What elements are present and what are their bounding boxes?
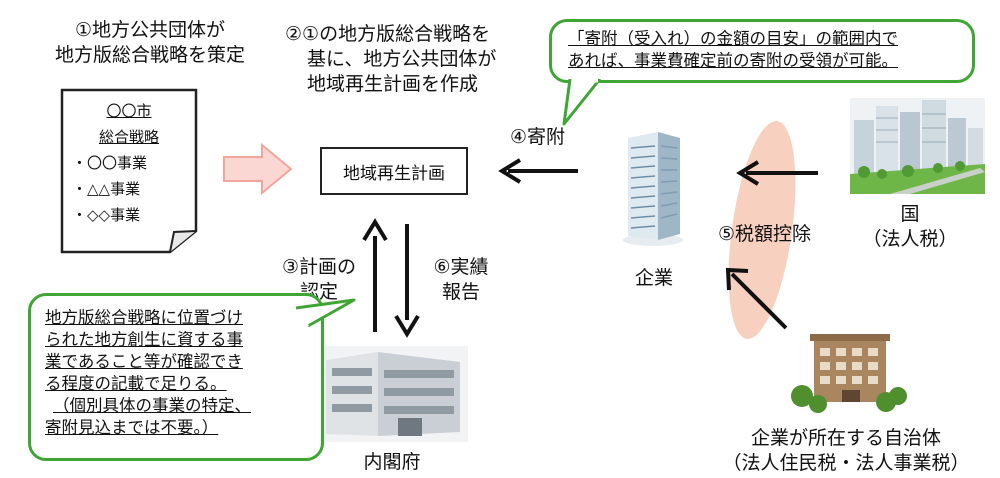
step1-heading: ①地方公共団体が 地方版総合戦略を策定 [30, 18, 270, 68]
report-arrow-head [394, 314, 420, 338]
document-title: 〇〇市 総合戦略 [62, 98, 196, 150]
callout-top-line2: あれば、事業費確定前の寄附の受領が可能。 [568, 51, 898, 70]
step6-line2: 報告 [441, 281, 480, 303]
callout-top: 「寄附（受入れ）の金額の目安」の範囲内で あれば、事業費確定前の寄附の受領が可能… [549, 19, 975, 83]
national-arrow [736, 160, 818, 186]
national-label: 国 （法人税） [852, 202, 968, 252]
step2-heading: ②①の地方版総合戦略を 基に、地方公共団体が 地域再生計画を作成 [285, 22, 525, 97]
callout-left: 地方版総合戦略に位置づけ られた地方創生に資する事 業であること等が確認でき る… [28, 293, 324, 461]
company-label: 企業 [634, 267, 673, 289]
vertical-arrows [362, 218, 420, 338]
callout-left-line5: （個別具体の事業の特定、 [53, 396, 251, 415]
plan-box-label: 地域再生計画 [343, 163, 445, 184]
step1-line1: ①地方公共団体が [74, 19, 226, 41]
callout-left-line3: 業であること等が確認でき [45, 352, 243, 371]
callout-left-line4: る程度の記載で足りる。 [45, 374, 227, 393]
cabinet-label: 内閣府 [363, 451, 421, 473]
plan-box: 地域再生計画 [320, 147, 468, 195]
step2-line1: ②①の地方版総合戦略を [285, 23, 491, 45]
document-item: ・◇◇事業 [72, 206, 141, 224]
certification-arrow-head [362, 218, 388, 242]
document-items: ・〇〇事業 ・△△事業 ・◇◇事業 [72, 150, 198, 228]
callout-left-line6: 寄附見込までは不要。） [45, 418, 219, 437]
step2-line2: 基に、地方公共団体が [307, 48, 497, 70]
local-gov-arrow [725, 267, 788, 330]
callout-left-line1: 地方版総合戦略に位置づけ [45, 308, 243, 327]
document-item: ・△△事業 [72, 180, 141, 198]
local-gov-line1: 企業が所在する自治体 [750, 427, 941, 449]
city-skyline-icon [850, 98, 985, 194]
callout-left-line2: られた地方創生に資する事 [45, 330, 243, 349]
national-line1: 国 [900, 203, 920, 225]
callout-left-tail [293, 298, 356, 329]
local-gov-label: 企業が所在する自治体 （法人住民税・法人事業税） [700, 426, 992, 476]
strategy-document-icon [60, 88, 198, 254]
cabinet-office-building-icon [318, 346, 468, 442]
callout-top-line1: 「寄附（受入れ）の金額の目安」の範囲内で [568, 29, 898, 48]
step2-line3: 地域再生計画を作成 [307, 73, 479, 95]
national-line2: （法人税） [862, 228, 958, 250]
step4-label: ④寄附 [510, 126, 566, 148]
local-gov-line2: （法人住民税・法人事業税） [722, 452, 970, 474]
step1-line2: 地方版総合戦略を策定 [54, 44, 245, 66]
company-building-icon [623, 132, 683, 246]
pink-arrow-icon [223, 142, 293, 196]
callout-top-tail [562, 79, 602, 126]
step3-line1: ③計画の [281, 256, 357, 278]
step5-label: ⑤税額控除 [718, 223, 812, 245]
document-title-line2: 総合戦略 [98, 128, 159, 146]
local-gov-building-icon [791, 334, 907, 413]
document-title-line1: 〇〇市 [106, 102, 152, 120]
document-item: ・〇〇事業 [72, 154, 148, 172]
step6-label: ⑥実績 報告 [426, 255, 496, 305]
step6-line1: ⑥実績 [433, 256, 489, 278]
donation-arrow [498, 158, 578, 184]
